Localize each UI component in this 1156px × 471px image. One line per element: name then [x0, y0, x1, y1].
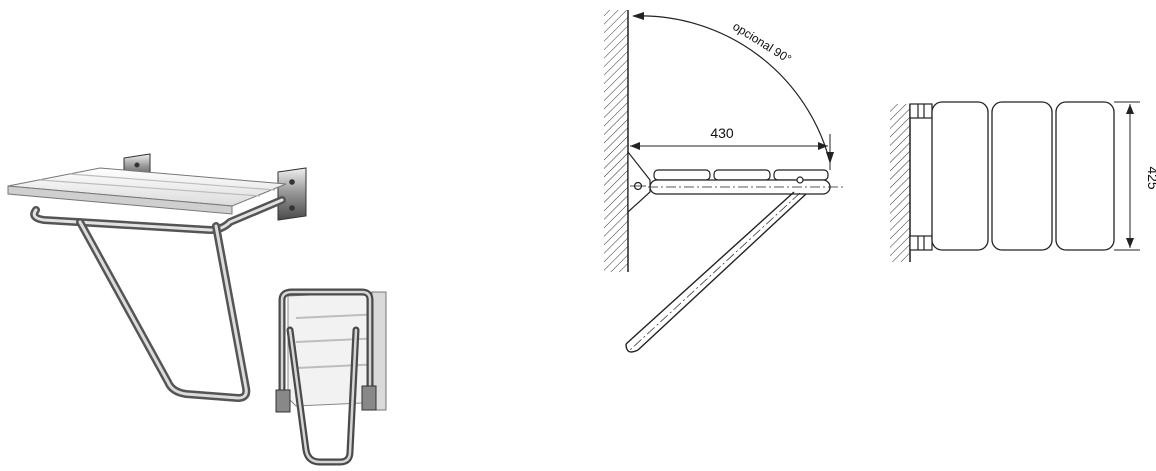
rotation-arc	[632, 12, 834, 164]
side-elevation-drawing	[604, 10, 846, 353]
front-wall-bracket	[277, 167, 307, 221]
side-wall	[604, 10, 629, 272]
top-brackets	[909, 103, 933, 251]
folded-brackets	[275, 385, 377, 413]
depth-dimension-label: 425	[1145, 166, 1156, 190]
top-seat-slats	[931, 101, 1115, 251]
top-wall	[890, 104, 911, 262]
folding-shower-seat-photo	[7, 153, 307, 402]
top-plan-drawing	[890, 101, 1140, 262]
width-dimension	[630, 134, 831, 170]
seat-slats	[7, 167, 287, 215]
folded-shower-seat-photo	[275, 288, 387, 466]
seat-tube-frame	[30, 196, 286, 402]
side-support-leg	[625, 191, 807, 353]
folded-tube-frame	[278, 288, 374, 466]
side-wall-bracket	[627, 150, 651, 214]
side-seat-tube	[648, 176, 846, 195]
depth-dimension	[1114, 101, 1140, 251]
side-seat-slats	[653, 169, 829, 181]
width-dimension-label: 430	[710, 125, 734, 141]
